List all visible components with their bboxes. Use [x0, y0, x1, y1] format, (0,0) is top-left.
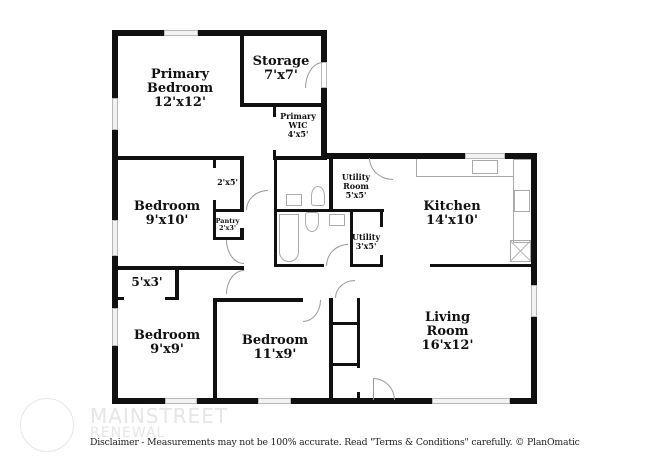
wall-closet-left	[213, 160, 216, 168]
wall-outer-bottom	[112, 398, 537, 404]
wall-pantry-bottom	[213, 237, 244, 240]
toilet	[305, 212, 319, 232]
room-label-utility-room: Utility Room 5'x5'	[341, 172, 371, 200]
wall-closet-mid2	[329, 363, 360, 366]
room-label-kitchen: Kitchen 14'x10'	[423, 199, 481, 229]
window	[164, 30, 198, 36]
hall-door[interactable]	[226, 240, 244, 264]
room-label-pantry: Pantry 2'x3'	[215, 217, 240, 233]
window	[432, 398, 510, 404]
wall-closet-right	[240, 156, 244, 212]
wall-wic-left	[273, 107, 276, 117]
toilet	[311, 186, 325, 206]
front-door[interactable]	[373, 378, 395, 400]
window	[112, 98, 118, 130]
window	[165, 398, 197, 404]
wall-bath-bottom	[274, 264, 324, 267]
wall-pantry-right	[240, 228, 244, 240]
wall-pantry-top	[213, 209, 244, 212]
wall-utility-room-left	[329, 158, 333, 212]
bedroom-10-door[interactable]	[246, 190, 268, 210]
wall-closet-bottom-stub	[357, 392, 360, 402]
bathtub	[279, 214, 299, 262]
disclaimer-text: Disclaimer - Measurements may not be 100…	[90, 437, 580, 448]
bathroom-door[interactable]	[326, 244, 348, 266]
wall-closet53-bottom-r	[165, 297, 179, 300]
bedroom-11-door[interactable]	[303, 300, 321, 322]
kitchen-counter	[416, 159, 514, 177]
wall-kitchen-bottom	[430, 264, 537, 267]
wall-closets-right	[357, 298, 360, 368]
wall-hall-right	[274, 156, 277, 212]
room-label-closet-2x5: 2'x5'	[217, 177, 238, 187]
wall-outer-top-left	[112, 30, 327, 36]
refrigerator	[510, 240, 531, 262]
wall-closet53-right	[175, 266, 179, 300]
wall-outer-top-right	[321, 153, 537, 159]
sink	[329, 214, 345, 226]
window	[531, 285, 537, 317]
room-label-bedroom-11x9: Bedroom 11'x9'	[241, 333, 309, 363]
window	[112, 308, 118, 346]
window	[258, 398, 291, 404]
watermark-line2: RENEWAL	[90, 425, 166, 441]
wall-closet-mid1	[329, 322, 360, 325]
stove	[514, 190, 530, 212]
wall-outer-right	[531, 153, 537, 404]
watermark-line1: MAINSTREET	[90, 404, 229, 428]
wall-utility-left	[350, 209, 353, 267]
room-label-primary-wic: Primary WIC 4'x5'	[280, 111, 316, 139]
wall-wic-left-lower	[273, 150, 276, 160]
mainstreet-logo-icon	[20, 398, 74, 452]
wall-bed11-top	[213, 298, 303, 302]
window	[112, 220, 118, 256]
wall-outer-storage-right	[321, 30, 327, 159]
wall-utility-right2	[380, 255, 383, 267]
wall-wic-bottom	[273, 156, 327, 160]
sink	[286, 194, 302, 206]
wall-outer-left	[112, 30, 118, 404]
wall-utility-right	[380, 209, 383, 227]
room-label-utility: Utility 3'x5'	[352, 232, 381, 251]
closet-door[interactable]	[335, 280, 355, 298]
hall-door-2[interactable]	[226, 270, 244, 294]
wall-closet53-bottom-l	[112, 297, 124, 300]
room-label-primary-bedroom: Primary Bedroom 12'x12'	[146, 67, 214, 111]
room-label-bedroom-9x9: Bedroom 9'x9'	[133, 328, 201, 358]
room-label-closet-5x3: 5'x3'	[131, 275, 163, 289]
room-label-bedroom-9x10: Bedroom 9'x10'	[133, 199, 201, 229]
wall-bath-left	[274, 209, 277, 267]
wall-storage-bottom	[240, 103, 327, 107]
wall-bed11-right	[329, 298, 333, 402]
window	[465, 153, 505, 159]
wall-primary-bottom	[112, 156, 244, 160]
wall-utility-bottom	[350, 264, 383, 267]
wall-bed9-right	[213, 298, 217, 402]
wall-closet-left2	[213, 200, 216, 240]
kitchen-sink	[472, 160, 498, 174]
room-label-storage: Storage 7'x7'	[252, 54, 310, 84]
room-label-living-room: Living Room 16'x12'	[421, 310, 474, 354]
wall-storage-left	[240, 30, 244, 106]
